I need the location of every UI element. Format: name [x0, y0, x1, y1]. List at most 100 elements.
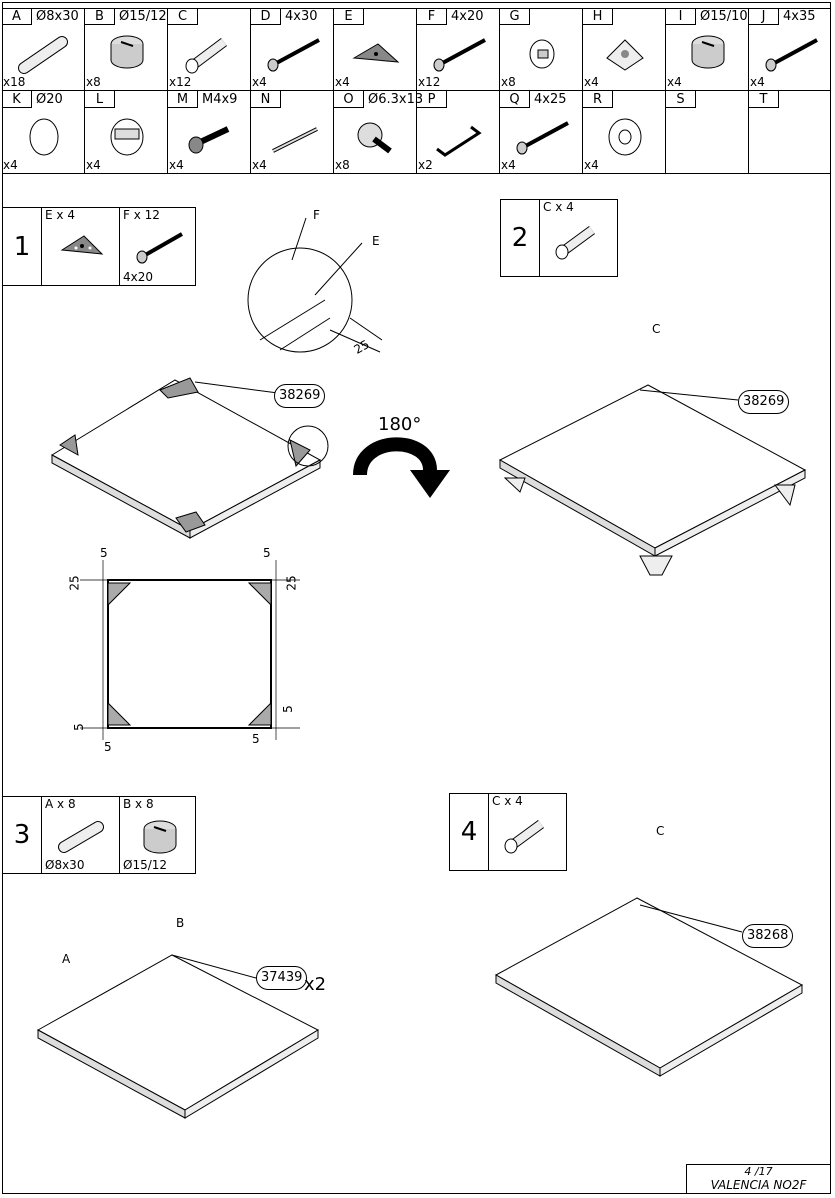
part-cell-s: S: [666, 91, 749, 174]
part-letter: Q: [500, 91, 530, 108]
part-letter: C: [168, 8, 198, 25]
dimension-25: 25: [284, 575, 299, 591]
step-part-a: A x 8 Ø8x30: [42, 797, 120, 873]
step-part-label: E x 4: [45, 208, 75, 222]
part-callout: 38268: [742, 924, 794, 948]
part-quantity: x8: [501, 75, 516, 89]
rotate-arrow-icon: [353, 437, 450, 498]
step-1-detail-circle: [247, 217, 383, 353]
part-dimension: 4x20: [451, 9, 484, 24]
step-part-label: F x 12: [123, 208, 160, 222]
part-letter: K: [2, 91, 32, 108]
part-callout: 38269: [274, 384, 326, 408]
part-cell-t: T: [749, 91, 831, 174]
product-name: VALENCIA NO2F: [710, 1178, 807, 1192]
step-part-f: F x 12 4x20: [120, 208, 197, 285]
part-letter: N: [251, 91, 281, 108]
part-letter: P: [417, 91, 447, 108]
screw-icon: [765, 38, 818, 72]
dimension-5: 5: [71, 723, 86, 731]
step-4-board: [494, 897, 804, 1077]
part-dimension: Ø15/10: [700, 9, 748, 24]
cap-icon: [29, 118, 59, 156]
part-letter: E: [334, 8, 364, 25]
dimension-5: 5: [252, 732, 260, 746]
step-part-dim: Ø8x30: [45, 858, 85, 872]
cam-bolt-icon: [555, 225, 595, 260]
step-part-dim: 4x20: [123, 270, 154, 284]
part-letter: R: [583, 91, 613, 108]
part-letter: D: [251, 8, 281, 25]
dowel-icon: [58, 821, 104, 853]
screw-icon: [267, 38, 320, 72]
step-part-label: A x 8: [45, 797, 76, 811]
label-a: A: [62, 952, 71, 966]
cam-lock-icon: [691, 35, 725, 69]
part-cell-o: O Ø6.3x13 x8: [334, 91, 423, 174]
part-dimension: M4x9: [202, 92, 238, 107]
part-quantity: x2: [418, 158, 433, 172]
part-quantity: x4: [584, 75, 599, 89]
step-part-b: B x 8 Ø15/12: [120, 797, 197, 873]
part-quantity: x4: [667, 75, 682, 89]
corner-bracket-icon: [60, 235, 104, 255]
part-letter: S: [666, 91, 696, 108]
dowel-icon: [18, 36, 68, 74]
glide-icon: [529, 39, 555, 69]
step-part-label: C x 4: [492, 794, 523, 808]
rotate-label: 180°: [378, 414, 422, 435]
step-part-label: B x 8: [123, 797, 154, 811]
part-dimension: 4x35: [783, 9, 816, 24]
part-quantity: x4: [86, 158, 101, 172]
angle-connector-icon: [606, 39, 644, 71]
part-quantity: x4: [501, 158, 516, 172]
part-letter: O: [334, 91, 364, 108]
part-letter: L: [85, 91, 115, 108]
label-c: C: [656, 824, 665, 838]
step-part-c: C x 4: [540, 200, 619, 276]
part-quantity: x8: [335, 158, 350, 172]
part-dimension: Ø20: [36, 92, 63, 107]
part-dimension: Ø8x30: [36, 9, 79, 24]
step-2-board: [498, 384, 807, 576]
part-cell-q: Q 4x25 x4: [500, 91, 583, 174]
part-letter: A: [2, 8, 32, 25]
step-number: 2: [501, 200, 540, 276]
shelf-support-icon: [110, 118, 144, 156]
screw-icon: [136, 232, 183, 264]
step-number: 3: [3, 797, 42, 873]
corner-bracket-icon: [352, 43, 400, 63]
dimension-5: 5: [280, 705, 295, 713]
part-quantity: x4: [750, 75, 765, 89]
label-f: F: [313, 208, 320, 222]
step-part-c: C x 4: [489, 794, 568, 870]
part-callout: 37439: [256, 966, 308, 990]
part-dimension: Ø6.3x13: [368, 92, 424, 107]
screw-icon: [433, 38, 486, 72]
handle-icon: [436, 125, 482, 157]
footer-title-block: 4 /17 VALENCIA NO2F: [686, 1164, 831, 1194]
rail-icon: [272, 127, 318, 153]
part-letter: G: [500, 8, 530, 25]
bolt-icon: [188, 126, 230, 154]
part-dimension: Ø15/12: [119, 9, 167, 24]
part-dimension: 4x25: [534, 92, 567, 107]
part-letter: J: [749, 8, 779, 25]
step-part-label: C x 4: [543, 200, 574, 214]
cam-bolt-icon: [185, 38, 227, 74]
dimension-5: 5: [100, 546, 108, 560]
